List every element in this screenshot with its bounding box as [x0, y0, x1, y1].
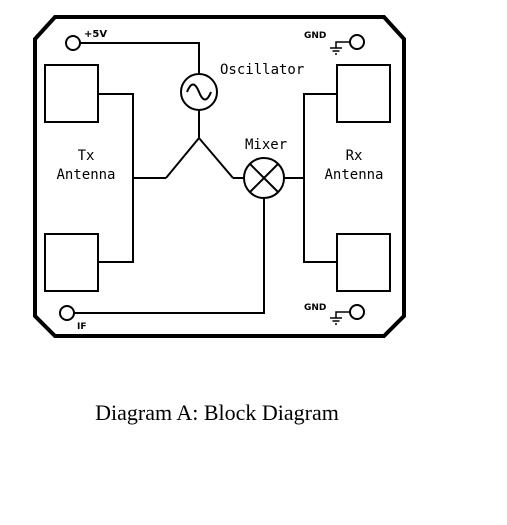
oscillator-symbol — [180, 73, 218, 111]
mixer-cross-b — [249, 163, 279, 193]
rx-label-line1: Rx — [346, 148, 363, 164]
plus5v-terminal — [65, 35, 81, 51]
tx-label-line2: Antenna — [56, 167, 115, 183]
gnd-bottom-line — [335, 311, 350, 318]
gnd-top-label: GND — [304, 31, 326, 41]
supply-line — [80, 42, 200, 74]
gnd-bottom-terminal — [349, 304, 365, 320]
if-terminal — [59, 305, 75, 321]
ground-icon — [330, 317, 342, 325]
tx-label-line1: Tx — [78, 148, 95, 164]
rx-label-line2: Antenna — [324, 167, 383, 183]
diagram-caption: Diagram A: Block Diagram — [95, 400, 339, 425]
gnd-bottom-label: GND — [304, 303, 326, 313]
oscillator-label: Oscillator — [220, 62, 304, 78]
splitter-wedge — [165, 136, 234, 179]
tx-antenna-patch-top — [44, 64, 99, 123]
sine-wave-icon — [186, 83, 212, 101]
ground-icon — [330, 47, 342, 55]
gnd-top-terminal — [349, 34, 365, 50]
plus5v-label: +5V — [84, 29, 107, 40]
gnd-top-line — [335, 41, 350, 48]
tx-antenna-patch-bottom — [44, 233, 99, 292]
board-outline — [33, 15, 406, 338]
if-label: IF — [77, 322, 87, 332]
mixer-label: Mixer — [245, 137, 287, 153]
rx-antenna-patch-bottom — [336, 233, 391, 292]
rx-antenna-patch-top — [336, 64, 391, 123]
if-line — [74, 198, 265, 314]
